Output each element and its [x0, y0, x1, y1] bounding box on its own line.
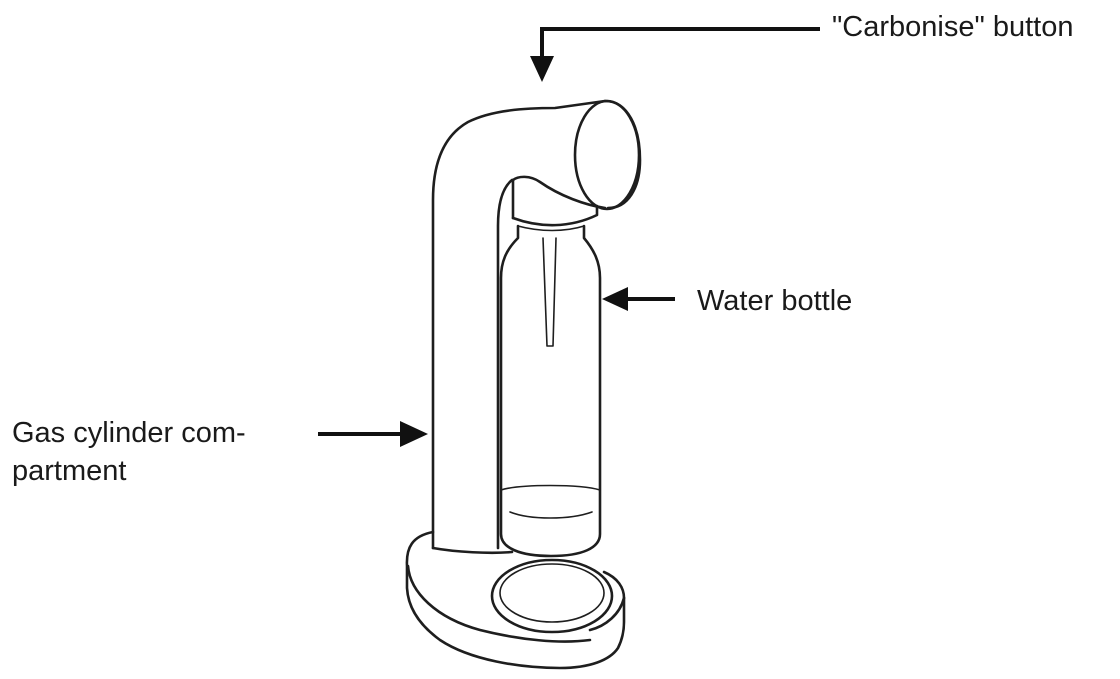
gas-cylinder-label-line-2: partment	[12, 455, 127, 487]
drip-tray	[490, 558, 614, 634]
gas-cylinder-compartment-label: Gas cylinder com- partment	[12, 414, 246, 490]
water-bottle-label: Water bottle	[697, 285, 853, 317]
carbonise-pointer-arrow	[530, 27, 820, 82]
gas-cylinder-compartment	[431, 99, 607, 555]
carbonise-button-label: "Carbonise" button	[832, 11, 1074, 43]
gas-cylinder-pointer-arrow	[318, 421, 428, 447]
base-plate	[405, 530, 626, 670]
carbonise-head	[511, 99, 642, 227]
water-bottle	[499, 224, 602, 558]
water-bottle-pointer-arrow	[602, 287, 675, 311]
gas-cylinder-label-line-1: Gas cylinder com-	[12, 417, 246, 449]
